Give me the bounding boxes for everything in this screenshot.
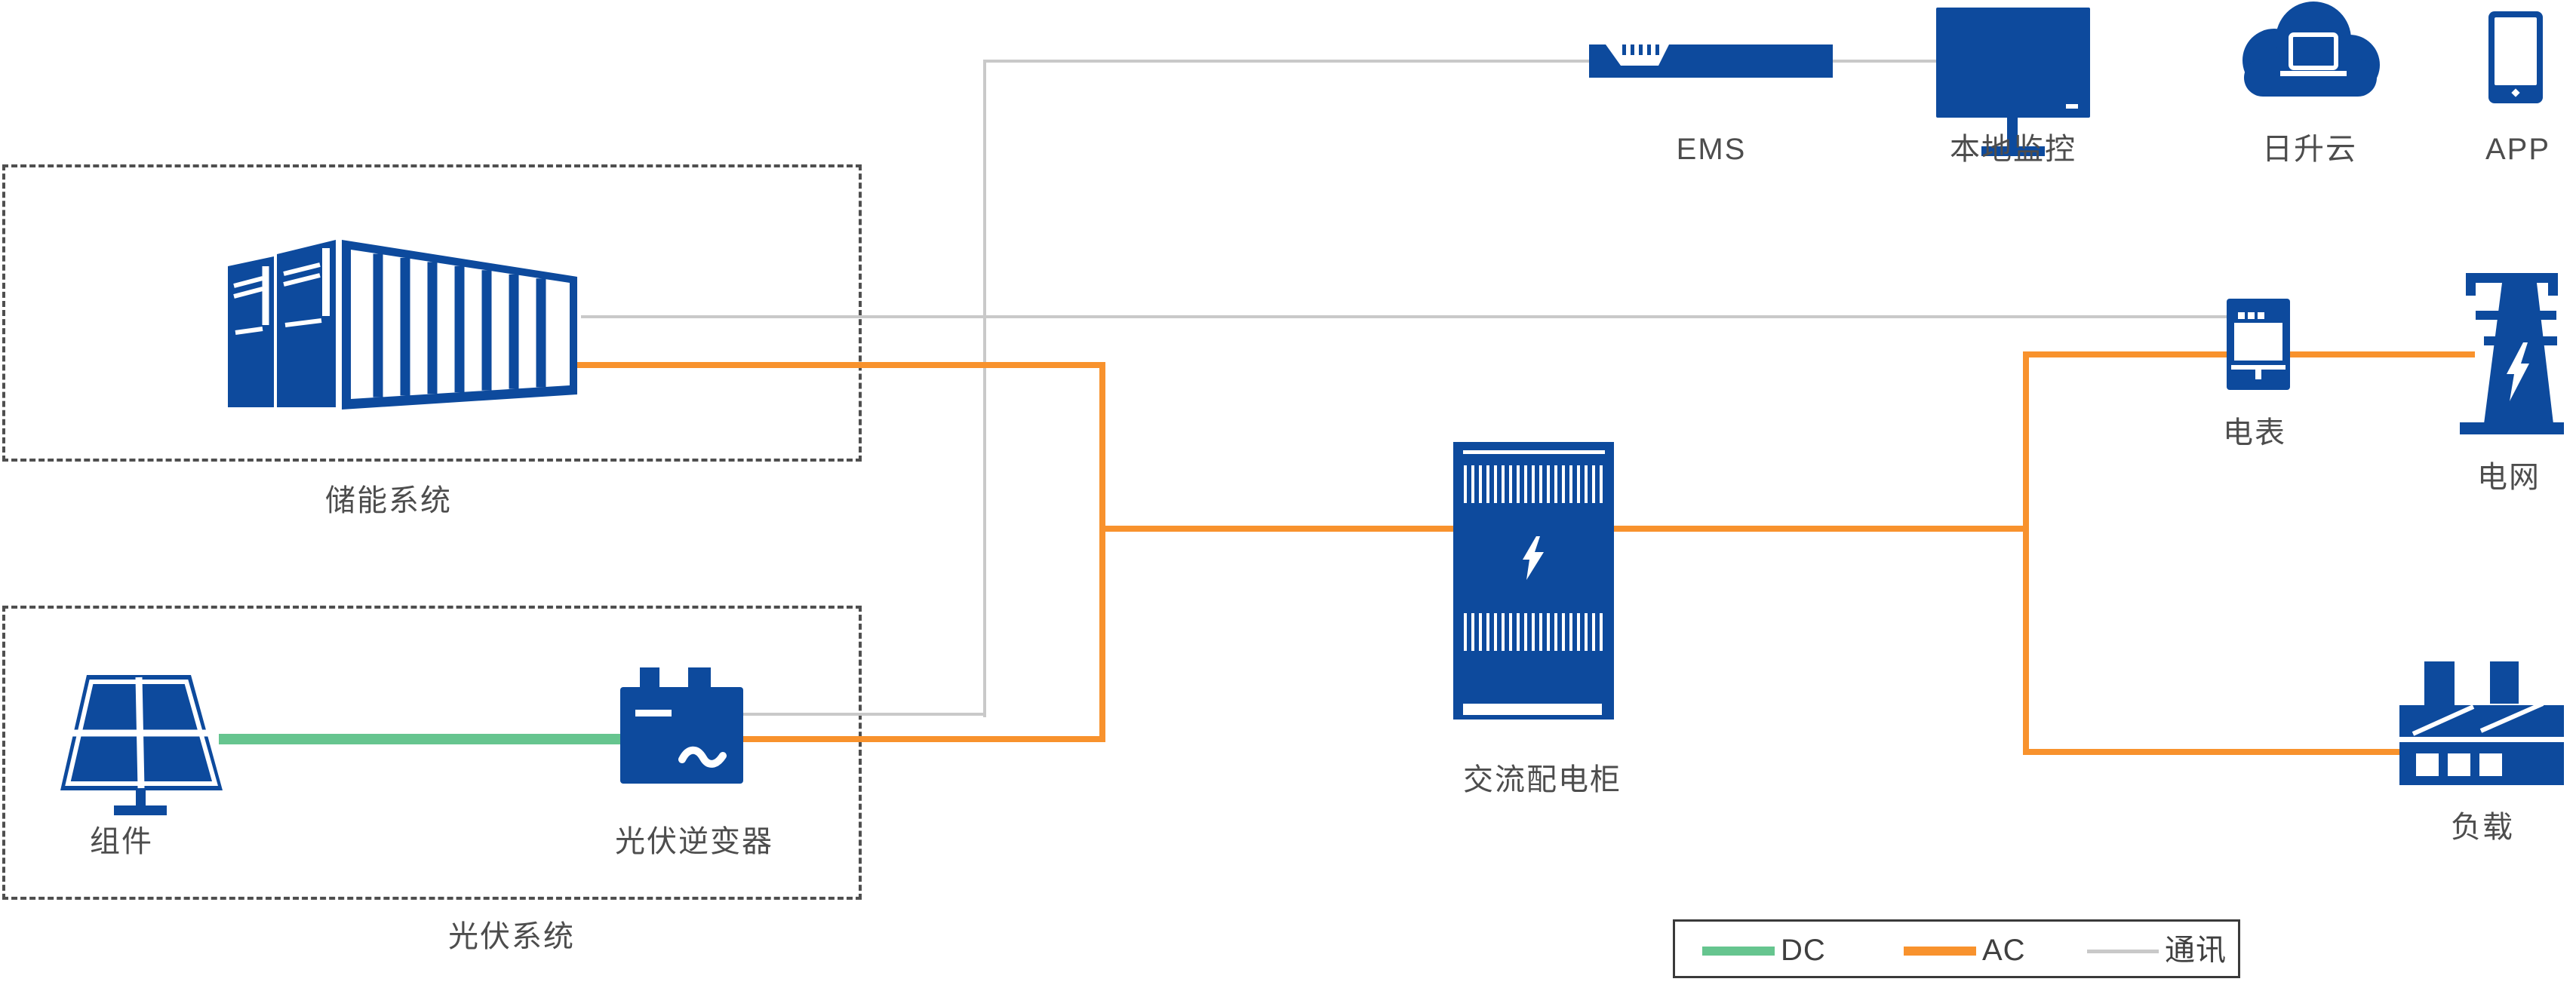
cloud-icon — [2229, 0, 2387, 103]
storage-system-group — [2, 164, 862, 462]
lightning-bolt-icon — [1523, 536, 1545, 580]
inverter-label: 光伏逆变器 — [615, 825, 773, 858]
legend-dc-label: DC — [1781, 934, 1826, 967]
ac-line-right-trunk — [2023, 351, 2029, 755]
meter-digit — [2248, 312, 2255, 319]
module-label: 组件 — [90, 825, 153, 858]
ac-cabinet-icon — [1453, 442, 1614, 720]
storage-container-icon — [226, 238, 581, 411]
meter-icon — [2227, 299, 2290, 390]
phone-screen — [2495, 17, 2537, 85]
cabinet-vent-top — [1464, 465, 1604, 503]
monitor-icon — [1936, 8, 2090, 118]
meter-header — [2234, 308, 2282, 323]
pv-system-group — [2, 606, 862, 900]
cabinet-bottom-bar — [1463, 704, 1602, 715]
load-label: 负载 — [2451, 811, 2514, 844]
ac-cabinet-label: 交流配电柜 — [1463, 763, 1622, 796]
cabinet-vent-bottom — [1464, 613, 1604, 651]
meter-terminal-tick — [2255, 370, 2261, 379]
local-monitor-label: 本地监控 — [1950, 133, 2076, 166]
laptop-glyph — [2289, 32, 2338, 70]
smartphone-icon — [2488, 11, 2543, 103]
legend-comm-swatch — [2087, 950, 2159, 953]
meter-terminal-line — [2231, 365, 2286, 370]
legend-dc-swatch — [1702, 947, 1775, 956]
monitor-base — [1981, 146, 2045, 156]
legend-ac-label: AC — [1982, 934, 2026, 967]
pv-system-label: 光伏系统 — [448, 920, 575, 953]
app-label: APP — [2485, 133, 2551, 166]
inverter-icon — [619, 666, 747, 785]
phone-home-button — [2511, 88, 2520, 97]
ac-line-cabinet-out — [1614, 526, 2029, 532]
factory-icon — [2398, 660, 2565, 787]
storage-system-label: 储能系统 — [325, 484, 452, 517]
legend: DC AC 通讯 — [1673, 919, 2240, 978]
ac-line-load — [2023, 749, 2399, 755]
comm-line-trunk-vertical — [983, 60, 986, 717]
comm-line-storage-meter — [581, 315, 2227, 318]
ems-label: EMS — [1676, 133, 1747, 166]
meter-label: 电表 — [2223, 416, 2286, 450]
ems-ports-icon — [1600, 44, 1678, 67]
ac-line-storage — [577, 362, 1105, 368]
meter-digit — [2258, 312, 2264, 319]
legend-ac-swatch — [1904, 947, 1976, 956]
legend-comm-label: 通讯 — [2165, 934, 2227, 967]
meter-digit — [2238, 312, 2245, 319]
grid-label: 电网 — [2477, 461, 2541, 494]
monitor-power-tick — [2066, 104, 2078, 109]
comm-line-ems-monitor — [985, 60, 1936, 63]
comm-line-inverter — [743, 713, 986, 716]
ac-line-left-trunk — [1099, 362, 1105, 742]
solar-panel-icon — [57, 671, 230, 818]
cabinet-top-line — [1463, 450, 1605, 454]
ac-line-inverter — [743, 736, 1105, 742]
monitor-stand — [2007, 118, 2018, 149]
dc-line-module-inverter — [219, 734, 622, 744]
cloud-label: 日升云 — [2262, 133, 2357, 166]
grid-tower-icon — [2458, 273, 2565, 442]
ac-line-cabinet-in — [1099, 526, 1453, 532]
